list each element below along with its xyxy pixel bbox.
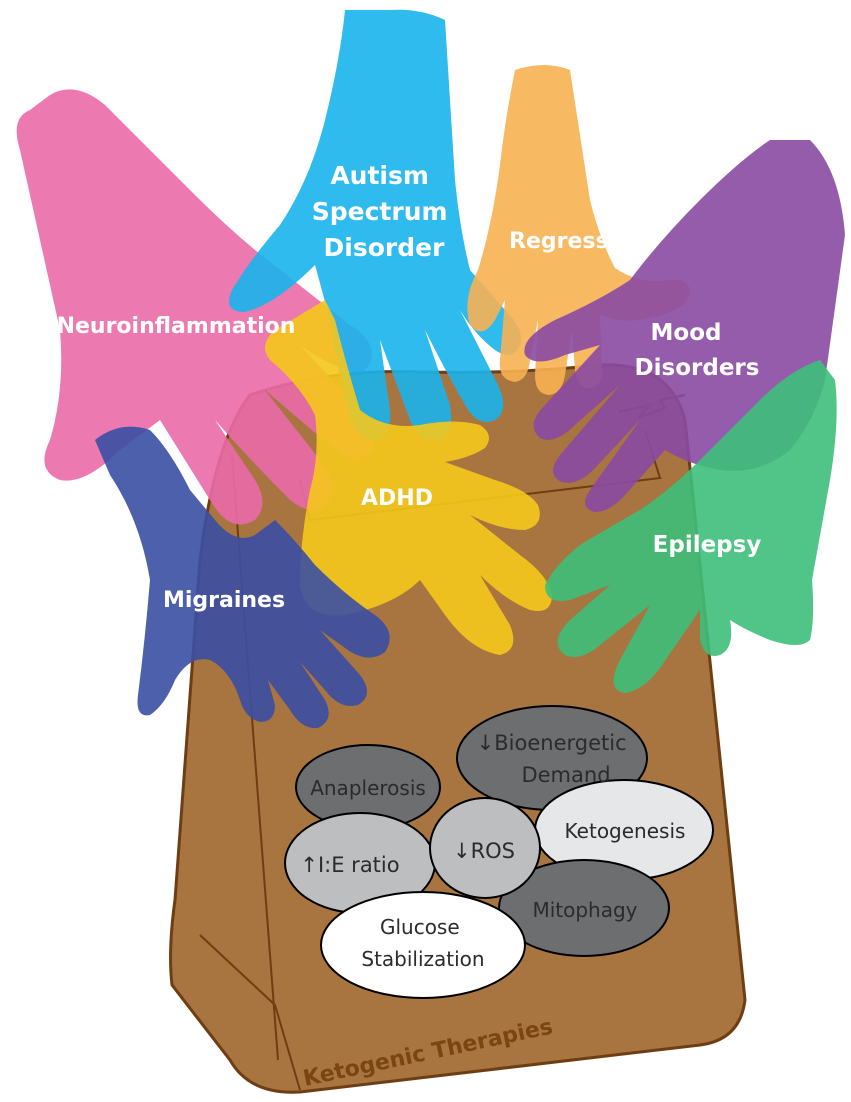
hand-migraines-shape (95, 426, 390, 729)
ellipse-ros (429, 797, 541, 899)
label-ie-ratio: ↑I:E ratio (300, 853, 399, 877)
label-regression: Regression (509, 229, 647, 254)
label-ros: ↓ROS (453, 839, 515, 863)
label-bioenergetic-line-2: Demand (521, 763, 610, 787)
label-glucose-line-1: Glucose (380, 915, 460, 939)
label-bioenergetic: ↓Bioenergetic Demand (477, 731, 634, 787)
hand-epilepsy (545, 360, 837, 693)
label-autism-line-2: Spectrum (312, 197, 448, 226)
hand-neuroinflammation-shape (16, 89, 375, 525)
hand-adhd (265, 300, 552, 655)
label-bioenergetic-line-1: ↓Bioenergetic (477, 731, 627, 755)
label-ketogenesis: Ketogenesis (565, 819, 686, 843)
label-mitophagy: Mitophagy (532, 898, 637, 922)
label-epilepsy: Epilepsy (653, 532, 762, 558)
label-migraines: Migraines (163, 588, 285, 613)
hand-epilepsy-shape (545, 360, 837, 693)
label-anaplerosis: Anaplerosis (310, 776, 426, 800)
hand-neuroinflammation (16, 89, 375, 525)
ellipse-glucose (320, 891, 526, 999)
label-autism-line-3: Disorder (324, 233, 446, 262)
label-mood-line-1: Mood (651, 320, 722, 346)
label-mood-line-2: Disorders (635, 355, 760, 381)
label-glucose-line-2: Stabilization (361, 947, 484, 971)
label-adhd: ADHD (361, 486, 433, 511)
hand-autism-shape (228, 9, 521, 441)
label-mood: Mood Disorders (635, 320, 760, 381)
label-glucose: Glucose Stabilization (361, 915, 484, 971)
ellipse-mitophagy (498, 859, 670, 957)
hand-migraines (95, 426, 390, 729)
hand-autism (228, 9, 521, 441)
mechanisms (284, 705, 714, 999)
label-neuroinflammation: Neuroinflammation (57, 314, 296, 339)
bag-bottom-fold (199, 934, 301, 1091)
hand-adhd-shape (265, 300, 552, 655)
label-autism: Autism Spectrum Disorder (312, 161, 457, 262)
label-autism-line-1: Autism (330, 161, 429, 190)
